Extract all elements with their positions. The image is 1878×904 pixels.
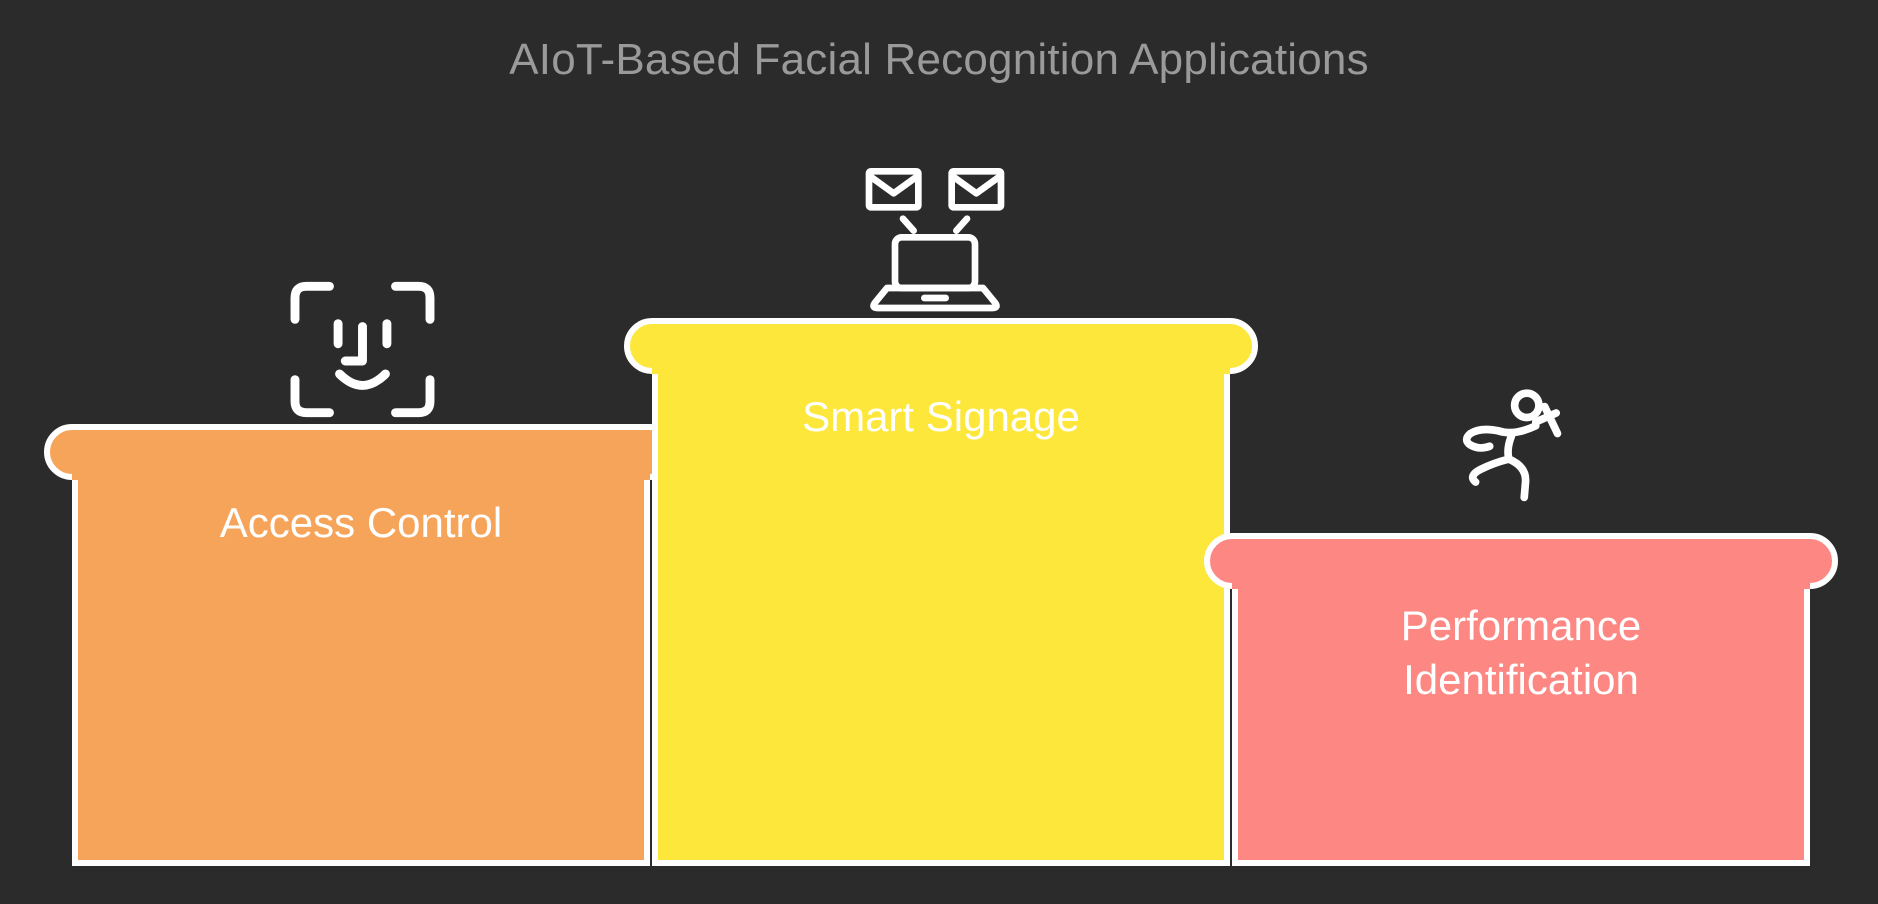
bar-smart-signage[interactable]: Smart Signage bbox=[624, 318, 1258, 866]
bar-label-performance-identification-line1: Performance bbox=[1400, 602, 1642, 649]
bar-access-control[interactable]: Access Control bbox=[44, 424, 678, 866]
bar-body-access-control bbox=[72, 474, 650, 866]
face-scan-icon bbox=[290, 281, 435, 418]
laptop-mail-icon bbox=[865, 168, 1005, 312]
bar-cap-join bbox=[72, 464, 650, 480]
running-person-icon bbox=[1455, 389, 1573, 502]
page-title: AIoT-Based Facial Recognition Applicatio… bbox=[509, 35, 1369, 84]
bar-label-smart-signage: Smart Signage bbox=[802, 393, 1080, 440]
bar-body-smart-signage bbox=[652, 368, 1230, 866]
bar-cap-join bbox=[1232, 573, 1810, 589]
bar-body-performance-identification bbox=[1232, 583, 1810, 866]
bar-cap-join bbox=[652, 358, 1230, 374]
bar-performance-identification[interactable]: Performance Identification bbox=[1204, 533, 1838, 866]
bar-label-access-control: Access Control bbox=[219, 499, 503, 546]
bar-label-performance-identification-line2: Identification bbox=[1403, 656, 1639, 703]
